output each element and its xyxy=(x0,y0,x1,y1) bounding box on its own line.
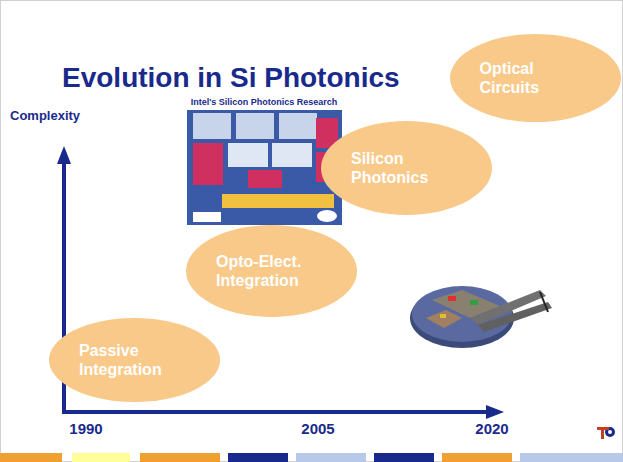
logo xyxy=(597,427,615,439)
year-label: 2020 xyxy=(475,420,508,437)
axis-label: Complexity xyxy=(10,108,80,123)
ellipse-shape xyxy=(321,121,492,215)
ellipse-node: Optical Circuits xyxy=(450,34,621,122)
node-text: Passive Integration xyxy=(79,341,191,379)
ellipse-shape xyxy=(186,225,357,317)
ellipse-node: Passive Integration xyxy=(49,318,220,402)
picture-caption: Intel's Silicon Photonics Research xyxy=(191,97,338,107)
slide-title: Evolution in Si Photonics xyxy=(62,62,400,94)
node-text: Silicon Photonics xyxy=(351,149,463,187)
ellipse-shape xyxy=(450,34,621,122)
wafer-illustration xyxy=(410,286,552,348)
node-text: Opto-Elect. Integration xyxy=(216,252,328,290)
bottom-color-bar xyxy=(0,453,623,462)
intel-slide-picture xyxy=(187,95,342,225)
year-label: 2005 xyxy=(301,420,334,437)
ellipse-node: Opto-Elect. Integration xyxy=(186,225,357,317)
ellipse-node: Silicon Photonics xyxy=(321,121,492,215)
ellipse-shape xyxy=(49,318,220,402)
node-text: Optical Circuits xyxy=(479,59,591,97)
year-label: 1990 xyxy=(69,420,102,437)
